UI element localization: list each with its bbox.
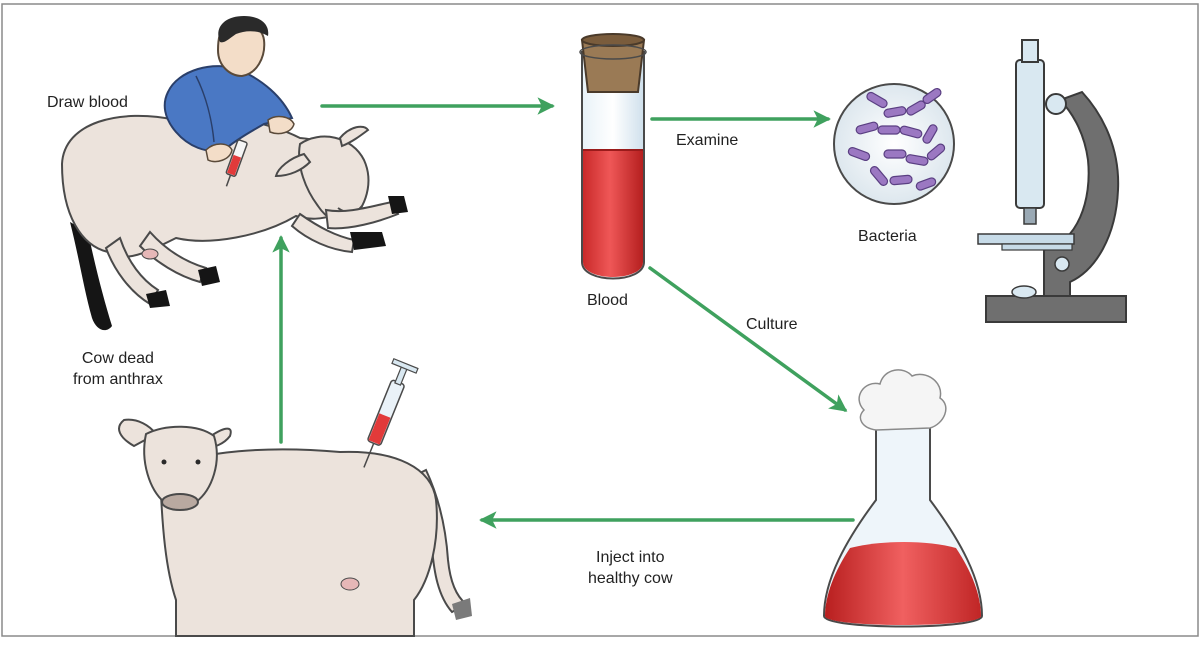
flask-culture-icon [825,542,981,625]
healthy-cow-head-icon [144,427,217,502]
label-inject: Inject into healthy cow [588,547,673,589]
bacteria-view [834,84,954,204]
tube-cork-icon [582,40,644,92]
cotton-plug-icon [859,370,946,430]
label-bacteria: Bacteria [858,226,917,247]
label-culture: Culture [746,314,798,335]
label-examine: Examine [676,130,738,151]
microscope-icon [978,40,1126,322]
microscope-field-icon [834,84,954,204]
arrow-culture [650,268,845,410]
dead-cow-illustration [62,16,408,330]
blood-test-tube [580,34,646,279]
healthy-cow-illustration [119,359,472,636]
label-blood: Blood [587,290,628,311]
label-draw-blood: Draw blood [47,92,128,113]
label-cow-dead: Cow dead from anthrax [73,348,163,390]
culture-flask [824,370,982,627]
tube-blood-icon [583,150,643,277]
